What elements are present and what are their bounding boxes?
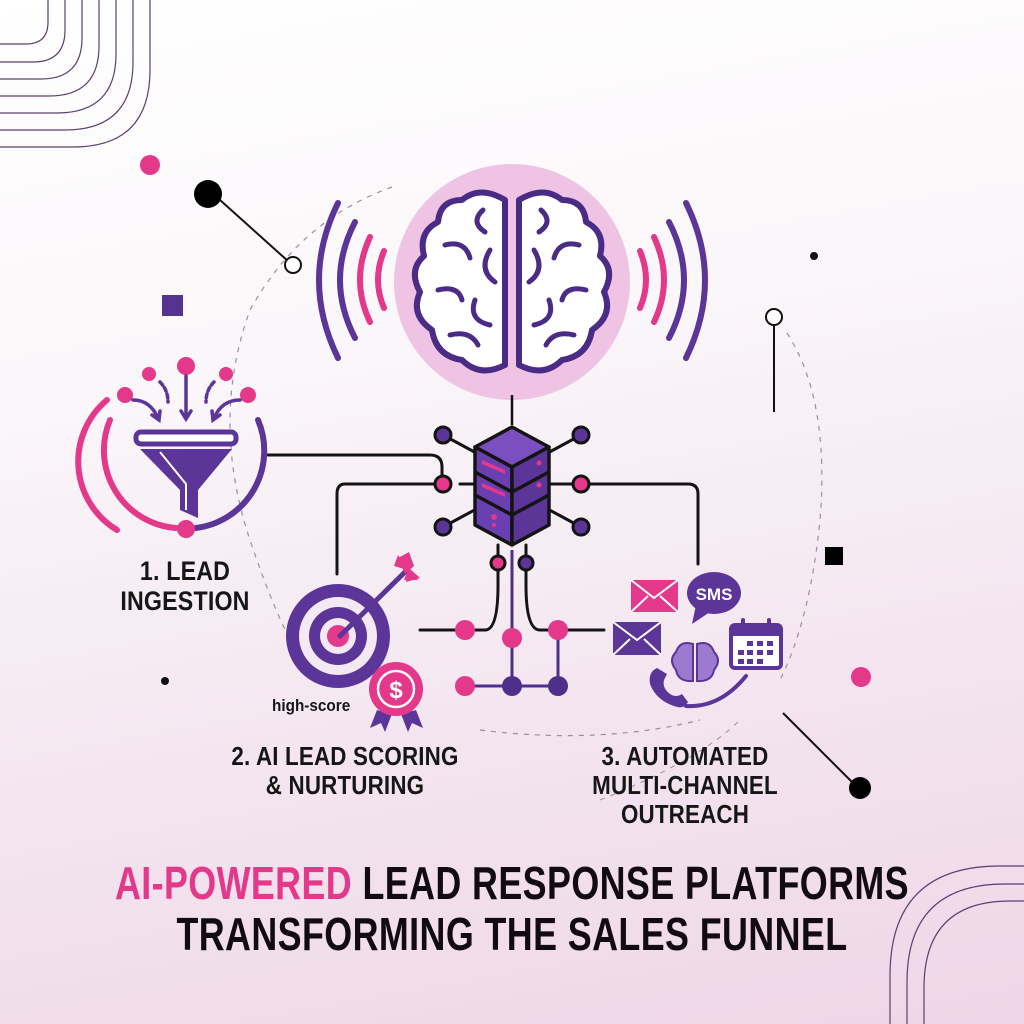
decor-dot-small	[810, 252, 818, 260]
step-3-line3: OUTREACH	[620, 799, 750, 830]
title-line-2: TRANSFORMING THE SALES FUNNEL	[176, 907, 848, 960]
dashed-orbit-path-bottom-right	[599, 719, 741, 801]
circuit-wires	[266, 453, 700, 632]
decor-pin-ring	[284, 256, 302, 274]
calendar-icon	[729, 618, 783, 670]
dashed-orbit-path-bottom	[479, 719, 701, 737]
signal-waves-right	[637, 200, 708, 361]
funnel-icon	[75, 357, 268, 538]
step-3-line1: 3. AUTOMATED	[601, 741, 769, 771]
main-title: AI-POWERED LEAD RESPONSE PLATFORMS TRANS…	[113, 858, 912, 959]
step-2-line2: & NURTURING	[265, 770, 425, 801]
title-line-1-rest: LEAD RESPONSE PLATFORMS	[352, 857, 910, 909]
signal-waves-left	[316, 200, 387, 361]
dashed-orbit-path	[229, 186, 393, 641]
target-icon	[286, 552, 420, 688]
decor-dot-black	[194, 180, 222, 208]
decor-pin-line	[219, 199, 290, 263]
title-accent: AI-POWERED	[114, 857, 353, 909]
step-1-line1: 1. LEAD	[139, 556, 231, 586]
step-2-line1: 2. AI LEAD SCORING	[231, 741, 459, 771]
brain-icon	[411, 189, 613, 374]
dashed-orbit-path-right	[779, 332, 823, 681]
award-badge-icon: $	[369, 662, 423, 732]
corner-arcs-top-left	[0, 0, 151, 148]
circuit-wires-purple	[465, 550, 560, 688]
step-3-line2: MULTI-CHANNEL	[592, 770, 778, 801]
server-icon	[473, 425, 551, 547]
corner-arcs-bottom-right	[889, 865, 1024, 1024]
mini-brain-icon	[671, 642, 719, 683]
decor-pin-ring-right	[765, 308, 783, 326]
email-icon-purple	[612, 621, 662, 656]
high-score-tag: high-score	[272, 696, 351, 715]
sms-label: SMS	[696, 585, 733, 604]
dollar-symbol: $	[389, 677, 403, 704]
decor-square-purple	[162, 295, 183, 316]
multichannel-icon: SMS	[612, 572, 783, 709]
circuit-nodes	[455, 620, 568, 696]
decor-dot-pink-right	[851, 667, 871, 687]
decor-square-black	[825, 547, 843, 565]
decor-dot-black-right	[849, 777, 871, 799]
email-icon-pink	[630, 579, 679, 613]
decor-dot-small-left	[161, 677, 169, 685]
outreach-arc	[684, 674, 748, 709]
step-1-label: 1. LEAD INGESTION	[95, 556, 276, 616]
title-line-1: AI-POWERED LEAD RESPONSE PLATFORMS	[113, 858, 912, 909]
hub-nodes	[433, 425, 591, 572]
decor-line-bottom-right	[782, 712, 857, 787]
phone-icon	[649, 668, 688, 708]
decor-dot-pink	[140, 155, 160, 175]
step-1-line2: INGESTION	[120, 586, 250, 617]
sms-bubble-icon: SMS	[687, 572, 741, 624]
step-2-label: 2. AI LEAD SCORING & NURTURING	[220, 741, 469, 801]
step-3-label: 3. AUTOMATED MULTI-CHANNEL OUTREACH	[578, 741, 793, 830]
